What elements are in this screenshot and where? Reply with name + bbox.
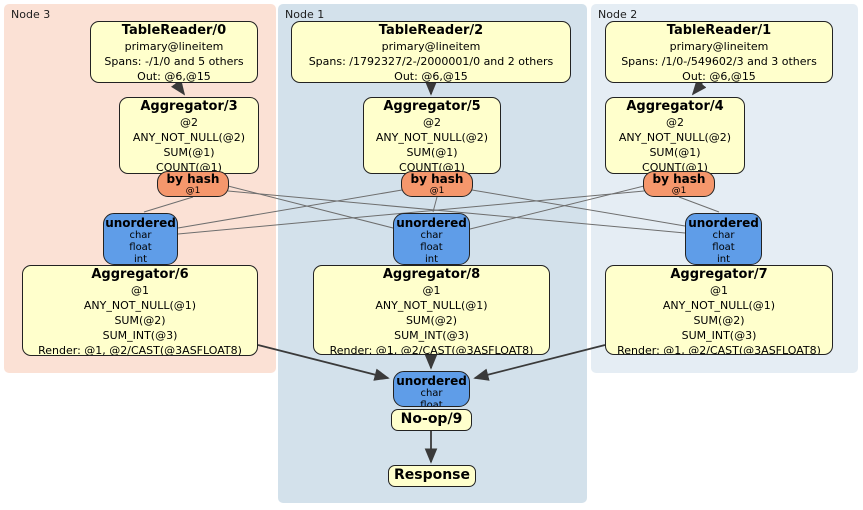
tablereader-2-out: Out: @6,@15 [394, 70, 468, 83]
sync-type: int [133, 254, 148, 265]
tablereader-0-index: primary@lineitem [124, 40, 224, 53]
aggregator-6-title: Aggregator/6 [91, 267, 189, 282]
unordered-sync-node1: unordered char float int [393, 213, 470, 265]
hash-distribution-edges [143, 185, 720, 235]
tablereader-0-spans: Spans: -/1/0 and 5 others [104, 55, 244, 68]
sync-type: int [716, 254, 731, 265]
aggregator-7-fn: ANY_NOT_NULL(@1) [662, 299, 776, 312]
tablereader-2-index: primary@lineitem [381, 40, 481, 53]
node-3-label: Node 3 [11, 8, 51, 21]
aggregator-3-fn: ANY_NOT_NULL(@2) [132, 131, 246, 144]
tablereader-2-spans: Spans: /1792327/2-/2000001/0 and 2 other… [308, 55, 554, 68]
aggregator-3-fn: SUM(@1) [163, 146, 215, 159]
aggregator-6-fn: SUM_INT(@3) [102, 329, 178, 342]
aggregator-4-node: Aggregator/4 @2 ANY_NOT_NULL(@2) SUM(@1)… [605, 97, 745, 174]
sync-type: char [712, 230, 735, 241]
aggregator-6-render: Render: @1, @2/CAST(@3ASFLOAT8) [38, 344, 242, 356]
noop-node: No-op/9 [391, 409, 472, 431]
aggregator-3-fn: COUNT(@1) [156, 161, 222, 174]
hash-router-node3-cols: @1 [185, 186, 201, 196]
hash-router-node3: by hash @1 [157, 171, 229, 197]
aggregator-6-fn: ANY_NOT_NULL(@1) [83, 299, 197, 312]
node-2-label: Node 2 [598, 8, 638, 21]
aggregator-6-group-col: @1 [131, 284, 149, 297]
aggregator-5-node: Aggregator/5 @2 ANY_NOT_NULL(@2) SUM(@1)… [363, 97, 501, 174]
aggregator-5-fn: SUM(@1) [406, 146, 458, 159]
unordered-sync-node2: unordered char float int [685, 213, 762, 265]
sync-type: float [420, 400, 443, 407]
aggregator-7-fn: SUM(@2) [693, 314, 745, 327]
unordered-sync-final-title: unordered [396, 374, 467, 388]
tablereader-1-out: Out: @6,@15 [682, 70, 756, 83]
hash-router-node3-title: by hash [166, 172, 220, 186]
aggregator-4-title: Aggregator/4 [626, 99, 724, 114]
aggregator-5-fn: ANY_NOT_NULL(@2) [375, 131, 489, 144]
unordered-sync-node1-title: unordered [396, 216, 467, 230]
aggregator-6-node: Aggregator/6 @1 ANY_NOT_NULL(@1) SUM(@2)… [22, 265, 258, 356]
aggregator-7-node: Aggregator/7 @1 ANY_NOT_NULL(@1) SUM(@2)… [605, 265, 833, 355]
aggregator-4-group-col: @2 [666, 116, 684, 129]
aggregator-3-title: Aggregator/3 [140, 99, 238, 114]
tablereader-2-title: TableReader/2 [378, 23, 484, 38]
sync-type: char [420, 230, 443, 241]
aggregator-4-fn: SUM(@1) [649, 146, 701, 159]
aggregator-8-fn: SUM(@2) [405, 314, 458, 327]
aggregator-8-node: Aggregator/8 @1 ANY_NOT_NULL(@1) SUM(@2)… [313, 265, 550, 355]
sync-type: int [424, 254, 439, 265]
aggregator-7-fn: SUM_INT(@3) [681, 329, 757, 342]
sync-type: float [420, 242, 443, 253]
tablereader-2-node: TableReader/2 primary@lineitem Spans: /1… [291, 21, 571, 83]
sync-type: float [712, 242, 735, 253]
tablereader-1-spans: Spans: /1/0-/549602/3 and 3 others [621, 55, 817, 68]
tablereader-1-title: TableReader/1 [666, 23, 772, 38]
aggregator-8-fn: SUM_INT(@3) [394, 329, 469, 342]
aggregator-8-title: Aggregator/8 [382, 267, 481, 282]
aggregator-6-fn: SUM(@2) [114, 314, 166, 327]
flow-edges [170, 79, 707, 464]
hash-router-node2: by hash @1 [643, 171, 715, 197]
aggregator-5-fn: COUNT(@1) [399, 161, 465, 174]
unordered-sync-node3-title: unordered [105, 216, 176, 230]
aggregator-4-fn: COUNT(@1) [642, 161, 708, 174]
aggregator-7-group-col: @1 [710, 284, 728, 297]
hash-router-node1-title: by hash [410, 172, 464, 186]
tablereader-1-node: TableReader/1 primary@lineitem Spans: /1… [605, 21, 833, 83]
sync-type: char [129, 230, 152, 241]
aggregator-4-fn: ANY_NOT_NULL(@2) [618, 131, 732, 144]
aggregator-8-group-col: @1 [422, 284, 441, 297]
aggregator-7-title: Aggregator/7 [670, 267, 768, 282]
tablereader-0-node: TableReader/0 primary@lineitem Spans: -/… [90, 21, 258, 83]
response-node: Response [388, 465, 476, 487]
tablereader-0-out: Out: @6,@15 [137, 70, 211, 83]
unordered-sync-node3: unordered char float int [103, 213, 178, 265]
node-1-label: Node 1 [285, 8, 325, 21]
sync-type: float [129, 242, 152, 253]
aggregator-3-group-col: @2 [180, 116, 198, 129]
unordered-sync-final: unordered char float [393, 371, 470, 407]
hash-router-node1: by hash @1 [401, 171, 473, 197]
aggregator-7-render: Render: @1, @2/CAST(@3ASFLOAT8) [617, 344, 821, 355]
hash-router-node2-cols: @1 [671, 186, 687, 196]
aggregator-5-title: Aggregator/5 [383, 99, 481, 114]
hash-router-node1-cols: @1 [429, 186, 445, 196]
sync-type: char [420, 388, 443, 399]
aggregator-8-render: Render: @1, @2/CAST(@3ASFLOAT8) [329, 344, 534, 355]
tablereader-0-title: TableReader/0 [121, 23, 227, 38]
aggregator-5-group-col: @2 [423, 116, 441, 129]
aggregator-3-node: Aggregator/3 @2 ANY_NOT_NULL(@2) SUM(@1)… [119, 97, 259, 174]
hash-router-node2-title: by hash [652, 172, 706, 186]
unordered-sync-node2-title: unordered [688, 216, 759, 230]
tablereader-1-index: primary@lineitem [669, 40, 769, 53]
aggregator-8-fn: ANY_NOT_NULL(@1) [375, 299, 488, 312]
